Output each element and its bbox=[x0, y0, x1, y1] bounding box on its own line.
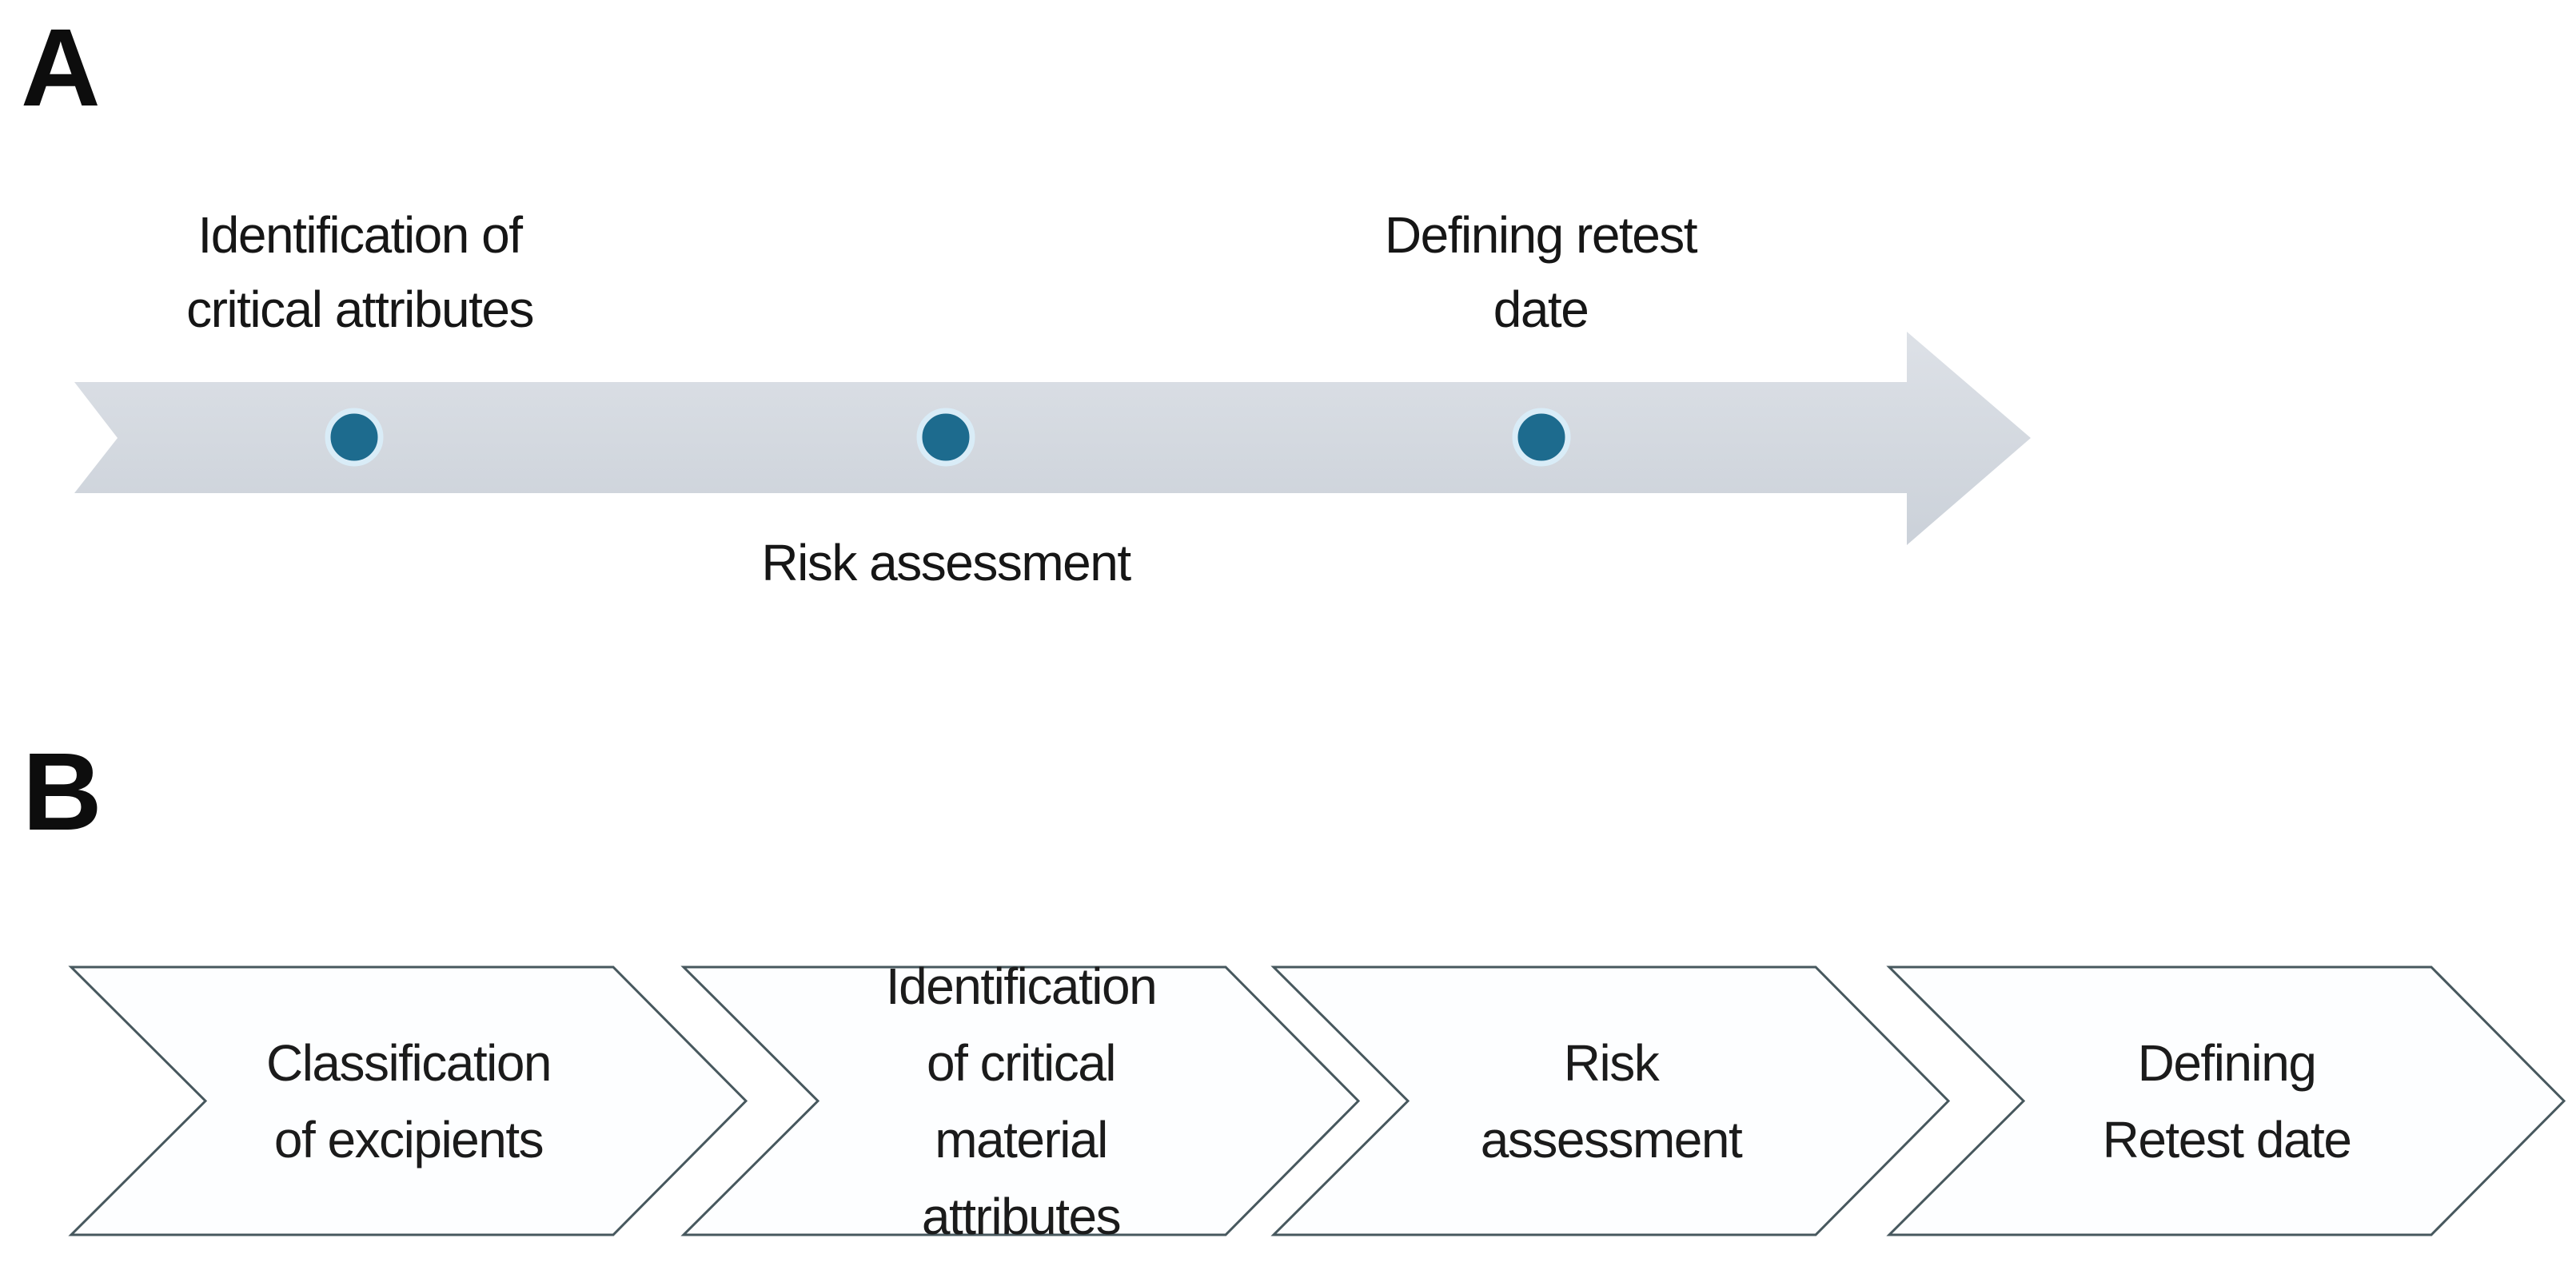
panel-a-label: A bbox=[21, 6, 101, 129]
panel-b-label: B bbox=[22, 731, 102, 854]
process-step-classification-of-excipients: Classification of excipients bbox=[68, 965, 748, 1236]
process-step-defining-retest-date: Defining Retest date bbox=[1886, 965, 2566, 1236]
chevron-shape bbox=[1886, 965, 2566, 1236]
timeline-arrow bbox=[74, 332, 2031, 545]
milestone-dot-3 bbox=[1512, 408, 1571, 467]
milestone-label-defining-retest-date: Defining retest date bbox=[1384, 206, 1698, 338]
chevron-shape bbox=[68, 965, 748, 1236]
process-step-label: Defining Retest date bbox=[2102, 1033, 2352, 1168]
milestone-label-risk-assessment: Risk assessment bbox=[761, 534, 1131, 591]
process-step-identification-of-critical-material-attributes: Identification of critical material attr… bbox=[680, 957, 1361, 1245]
milestone-dot-1 bbox=[325, 408, 384, 467]
timeline-arrow-shape bbox=[74, 332, 2031, 545]
chevron-shape bbox=[680, 965, 1361, 1236]
process-step-label: Classification of excipients bbox=[265, 1033, 552, 1168]
milestone-dot-2 bbox=[916, 408, 975, 467]
process-step-risk-assessment: Risk assessment bbox=[1270, 965, 1951, 1236]
milestone-label-identification-of-critical-attributes: Identification of critical attributes bbox=[186, 206, 534, 338]
process-step-label: Identification of critical material attr… bbox=[885, 957, 1158, 1245]
chevron-shape bbox=[1270, 965, 1951, 1236]
process-step-label: Risk assessment bbox=[1480, 1033, 1743, 1168]
